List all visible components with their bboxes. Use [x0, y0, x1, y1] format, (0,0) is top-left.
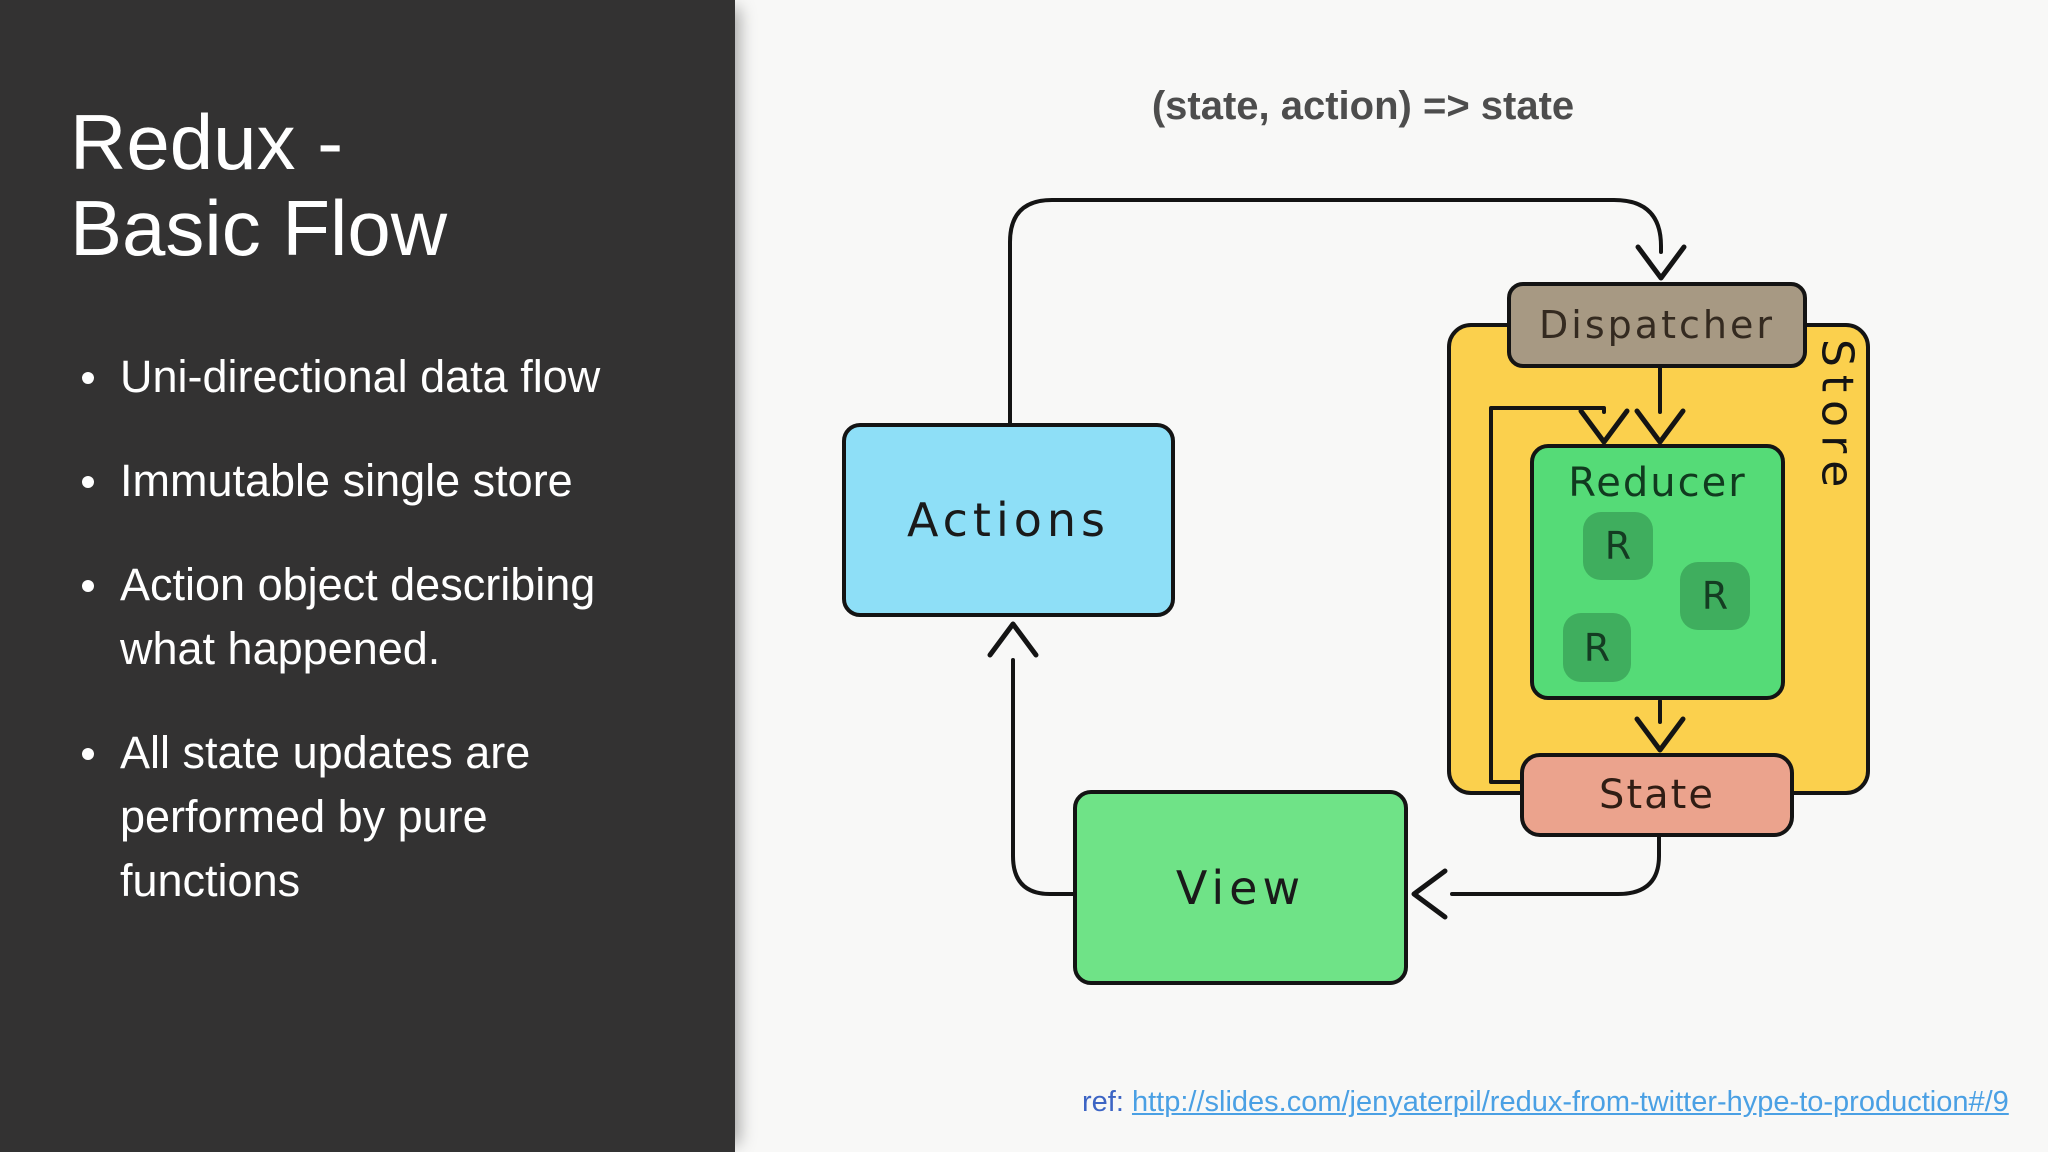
- store-label: Store: [1811, 338, 1863, 496]
- bullet-item: All state updates are performed by pure …: [82, 721, 680, 913]
- state-box: State: [1520, 753, 1794, 837]
- actions-label: Actions: [906, 493, 1111, 547]
- bullet-list: Uni-directional data flow Immutable sing…: [82, 345, 680, 953]
- view-box: View: [1073, 790, 1408, 985]
- reducer-signature-annotation: (state, action) => state: [1151, 84, 1575, 128]
- reducer-chip-label: R: [1604, 524, 1632, 568]
- page-title-line2: Basic Flow: [70, 183, 448, 272]
- reducer-chip: R: [1583, 512, 1653, 580]
- reducer-label: Reducer: [1568, 460, 1747, 506]
- actions-box: Actions: [842, 423, 1175, 617]
- reference-link[interactable]: http://slides.com/jenyaterpil/redux-from…: [1131, 1086, 2009, 1118]
- reducer-chip: R: [1680, 562, 1750, 630]
- slide-sidebar: Redux - Basic Flow Uni-directional data …: [0, 0, 735, 1152]
- bullet-item: Uni-directional data flow: [82, 345, 680, 409]
- page-title-line1: Redux -: [70, 98, 344, 186]
- bullet-item: Action object describing what happened.: [82, 553, 680, 681]
- bullet-item: Immutable single store: [82, 449, 680, 513]
- reducer-chip: R: [1563, 613, 1631, 682]
- reducer-chip-label: R: [1701, 574, 1729, 618]
- state-label: State: [1599, 772, 1715, 818]
- reference-line: ref: http://slides.com/jenyaterpil/redux…: [1082, 1086, 2009, 1119]
- page-title: Redux - Basic Flow: [70, 98, 448, 272]
- reducer-chip-label: R: [1583, 625, 1611, 670]
- view-label: View: [1175, 860, 1306, 915]
- ref-label: ref:: [1082, 1086, 1124, 1118]
- dispatcher-label: Dispatcher: [1539, 303, 1775, 347]
- dispatcher-box: Dispatcher: [1507, 282, 1807, 368]
